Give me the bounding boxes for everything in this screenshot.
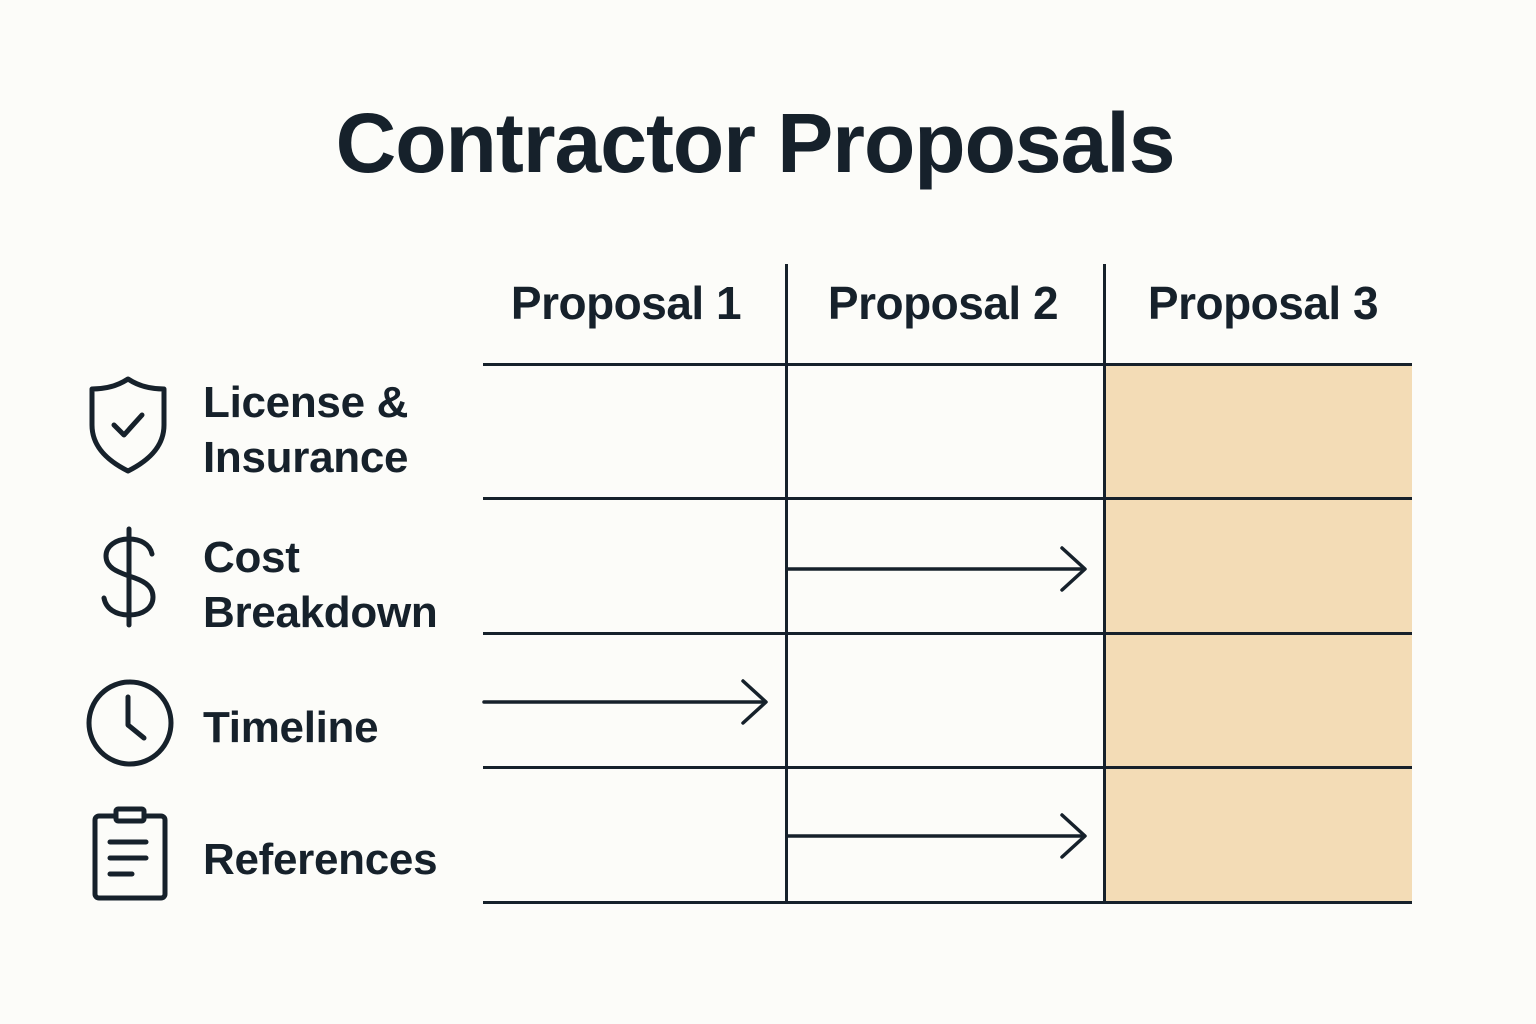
arrow-timeline [482,679,768,725]
grid-line-1 [483,363,1412,366]
arrow-references [786,813,1087,859]
column-header-proposal-3: Proposal 3 [1147,277,1379,329]
dollar-icon [101,526,156,628]
column-header-proposal-1: Proposal 1 [510,277,742,329]
column-divider-2 [1103,264,1106,904]
column-header-proposal-2: Proposal 2 [827,277,1059,329]
row-label-timeline: Timeline [203,703,379,752]
clipboard-icon [92,806,168,901]
clock-icon [86,679,174,767]
column-divider-1 [785,264,788,904]
row-label-references: References [203,835,438,884]
grid-line-3 [483,632,1412,635]
proposal-3-highlight [1106,366,1412,904]
arrow-cost-breakdown [786,546,1087,592]
row-label-cost-breakdown: Cost Breakdown [203,533,438,637]
grid-line-2 [483,497,1412,500]
row-label-license-insurance: License & Insurance [203,378,409,482]
grid-line-5 [483,901,1412,904]
shield-check-icon [89,376,167,474]
page-title: Contractor Proposals [335,96,1176,190]
grid-line-4 [483,766,1412,769]
